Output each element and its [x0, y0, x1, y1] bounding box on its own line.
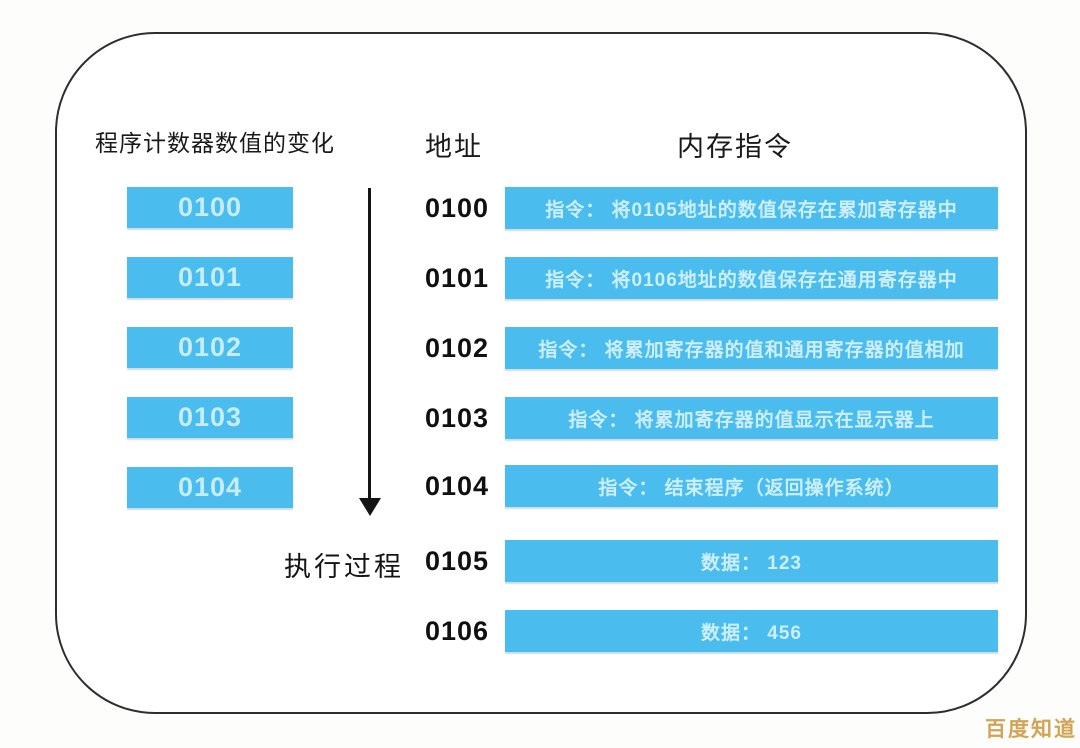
- memory-row: 0100 指令： 将0105地址的数值保存在累加寄存器中: [0, 187, 1080, 229]
- execution-arrow-line: [368, 188, 371, 500]
- memory-address: 0106: [425, 615, 490, 646]
- memory-cell-bar: 指令： 将0105地址的数值保存在累加寄存器中: [505, 187, 998, 229]
- pc-value-box: 0100: [127, 187, 293, 228]
- rounded-border-frame: [55, 32, 1027, 714]
- memory-cell-text: 数据： 456: [701, 622, 802, 644]
- memory-cell-text: 指令： 将0106地址的数值保存在通用寄存器中: [545, 269, 958, 291]
- memory-row: 0106 数据： 456: [0, 610, 1080, 652]
- memory-address: 0100: [425, 192, 490, 223]
- memory-row: 0104 指令： 结束程序（返回操作系统）: [0, 465, 1080, 507]
- memory-cell-bar: 指令： 将累加寄存器的值显示在显示器上: [505, 397, 998, 439]
- execution-arrow-head-icon: [359, 498, 381, 516]
- address-column-title: 地址: [425, 132, 483, 162]
- memory-cell-text: 指令： 结束程序（返回操作系统）: [598, 477, 905, 499]
- memory-column-title: 内存指令: [677, 132, 793, 162]
- execution-arrow-label: 执行过程: [284, 552, 404, 582]
- baidu-zhidao-watermark: 百度知道: [985, 718, 1077, 741]
- memory-cell-text: 指令： 将0105地址的数值保存在累加寄存器中: [545, 199, 958, 221]
- memory-cell-text: 指令： 将累加寄存器的值显示在显示器上: [568, 409, 935, 431]
- memory-address: 0105: [425, 545, 490, 576]
- memory-cell-bar: 数据： 123: [505, 540, 998, 582]
- pc-value-box: 0104: [127, 467, 293, 508]
- memory-row: 0101 指令： 将0106地址的数值保存在通用寄存器中: [0, 257, 1080, 299]
- memory-address: 0102: [425, 332, 490, 363]
- memory-row: 0102 指令： 将累加寄存器的值和通用寄存器的值相加: [0, 327, 1080, 369]
- memory-address: 0104: [425, 470, 490, 501]
- pc-value-box: 0102: [127, 327, 293, 368]
- memory-cell-bar: 指令： 将累加寄存器的值和通用寄存器的值相加: [505, 327, 998, 369]
- memory-cell-text: 指令： 将累加寄存器的值和通用寄存器的值相加: [538, 339, 965, 361]
- pc-value-box: 0103: [127, 397, 293, 438]
- memory-address: 0101: [425, 262, 490, 293]
- pc-value-box: 0101: [127, 257, 293, 298]
- memory-row: 0105 数据： 123: [0, 540, 1080, 582]
- memory-cell-bar: 指令： 结束程序（返回操作系统）: [505, 465, 998, 507]
- memory-cell-bar: 数据： 456: [505, 610, 998, 652]
- memory-cell-bar: 指令： 将0106地址的数值保存在通用寄存器中: [505, 257, 998, 299]
- pc-column-title: 程序计数器数值的变化: [95, 130, 335, 156]
- memory-row: 0103 指令： 将累加寄存器的值显示在显示器上: [0, 397, 1080, 439]
- memory-cell-text: 数据： 123: [701, 552, 802, 574]
- memory-address: 0103: [425, 402, 490, 433]
